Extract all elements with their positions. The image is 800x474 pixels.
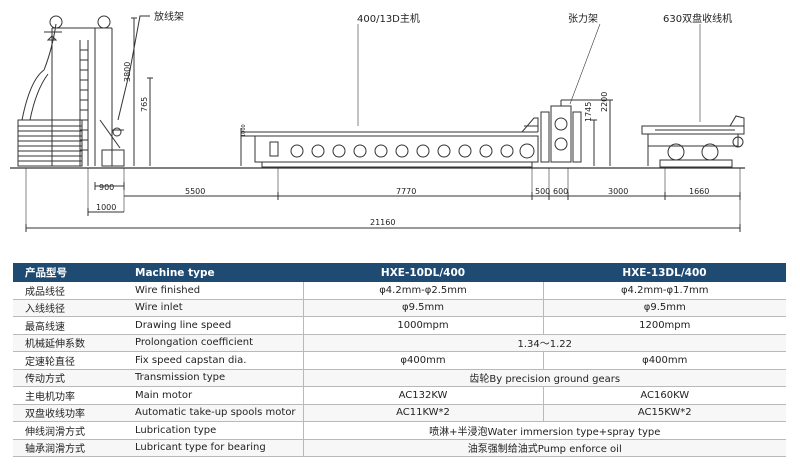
dim-1660: 1660 <box>689 187 709 196</box>
main-machine-body <box>240 128 539 168</box>
row-value-model-2: AC160KW <box>543 386 786 405</box>
dancer-stand <box>540 100 582 163</box>
row-label-cn: 轴承润滑方式 <box>13 439 125 457</box>
row-value-model-2: 1200mpm <box>543 316 786 335</box>
dim-3800: 3800 <box>123 62 132 82</box>
row-label-cn: 主电机功率 <box>13 386 125 405</box>
payoff-coil-stack <box>17 23 83 167</box>
dim-600: 600 <box>553 187 568 196</box>
row-value-shared: 喷淋+半浸泡Water immersion type+spray type <box>303 421 786 440</box>
row-label-en: Drawing line speed <box>125 316 304 335</box>
dim-765: 765 <box>140 97 149 112</box>
dim-1000: 1000 <box>96 203 116 212</box>
table-row: 轴承润滑方式 Lubricant type for bearing 油泵强制给油… <box>13 439 786 457</box>
row-label-cn: 入线线径 <box>13 299 125 317</box>
row-value-model-1: φ400mm <box>303 351 544 370</box>
row-value-model-1: AC132KW <box>303 386 544 405</box>
row-label-cn: 定速轮直径 <box>13 351 125 370</box>
row-label-cn: 双盘收线功率 <box>13 404 125 422</box>
row-label-en: Transmission type <box>125 369 304 387</box>
row-label-en: Fix speed capstan dia. <box>125 351 304 370</box>
dim-900: 900 <box>99 183 114 192</box>
table-row: 双盘收线功率 Automatic take-up spools motor AC… <box>13 404 786 422</box>
row-label-en: Automatic take-up spools motor <box>125 404 304 422</box>
row-label-cn: 机械延伸系数 <box>13 334 125 352</box>
row-label-cn: 最高线速 <box>13 316 125 335</box>
dim-500: 500 <box>535 187 550 196</box>
main-machine-capstans <box>290 143 535 159</box>
row-value-model-1: AC11KW*2 <box>303 404 544 422</box>
header-product-model: 产品型号 <box>13 263 125 282</box>
dim-21160: 21160 <box>370 218 395 227</box>
table-row: 最高线速 Drawing line speed 1000mpm 1200mpm <box>13 316 786 335</box>
main-machine-label: 400/13D主机 <box>357 12 420 25</box>
table-row: 传动方式 Transmission type 齿轮By precision gr… <box>13 369 786 387</box>
row-value-model-2: φ4.2mm-φ1.7mm <box>543 282 786 300</box>
dim-7770: 7770 <box>396 187 416 196</box>
header-machine-type: Machine type <box>125 263 303 282</box>
row-label-en: Lubrication type <box>125 421 304 440</box>
row-value-model-1: 1000mpm <box>303 316 544 335</box>
row-label-en: Wire finished <box>125 282 304 300</box>
table-row: 成品线径 Wire finished φ4.2mm-φ2.5mm φ4.2mm-… <box>13 282 786 300</box>
row-label-en: Wire inlet <box>125 299 304 317</box>
table-row: 伸线润滑方式 Lubrication type 喷淋+半浸泡Water imme… <box>13 421 786 440</box>
table-row: 主电机功率 Main motor AC132KW AC160KW <box>13 386 786 405</box>
row-value-model-2: φ9.5mm <box>543 299 786 317</box>
dancer-label: 张力架 <box>568 12 598 25</box>
row-label-en: Lubricant type for bearing <box>125 439 304 457</box>
payoff-tower <box>44 15 125 167</box>
spec-header-row: 产品型号 Machine type HXE-10DL/400 HXE-13DL/… <box>13 263 786 282</box>
row-label-cn: 传动方式 <box>13 369 125 387</box>
dim-1000-vertical: 1000 <box>241 124 247 137</box>
row-value-shared: 齿轮By precision ground gears <box>303 369 786 387</box>
header-model-2: HXE-13DL/400 <box>543 263 786 282</box>
dim-3000: 3000 <box>608 187 628 196</box>
dim-1745: 1745 <box>584 102 593 122</box>
header-model-1: HXE-10DL/400 <box>303 263 543 282</box>
table-row: 定速轮直径 Fix speed capstan dia. φ400mm φ400… <box>13 351 786 370</box>
table-row: 入线线径 Wire inlet φ9.5mm φ9.5mm <box>13 299 786 317</box>
dim-2200: 2200 <box>600 92 609 112</box>
row-label-cn: 伸线润滑方式 <box>13 421 125 440</box>
row-value-model-2: φ400mm <box>543 351 786 370</box>
row-value-model-1: φ4.2mm-φ2.5mm <box>303 282 544 300</box>
table-row: 机械延伸系数 Prolongation coefficient 1.34～1.2… <box>13 334 786 352</box>
row-label-cn: 成品线径 <box>13 282 125 300</box>
spec-table: 产品型号 Machine type HXE-10DL/400 HXE-13DL/… <box>13 263 786 457</box>
takeup-label: 630双盘收线机 <box>663 12 732 25</box>
payoff-label: 放线架 <box>154 10 184 23</box>
row-label-en: Prolongation coefficient <box>125 334 304 352</box>
row-label-en: Main motor <box>125 386 304 405</box>
row-value-shared: 1.34～1.22 <box>303 334 786 352</box>
machine-layout-drawing: 放线架 400/13D主机 张力架 630双盘收线机 3800 765 1000… <box>10 10 745 232</box>
row-value-model-2: AC15KW*2 <box>543 404 786 422</box>
row-value-model-1: φ9.5mm <box>303 299 544 317</box>
dim-5500: 5500 <box>185 187 205 196</box>
row-value-shared: 油泵强制给油式Pump enforce oil <box>303 439 786 457</box>
takeup-machine <box>641 115 745 168</box>
